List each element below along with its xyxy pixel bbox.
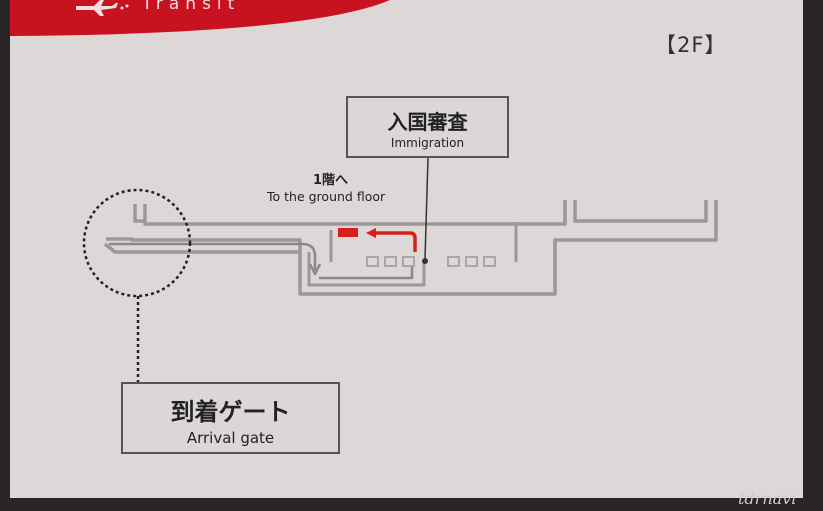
immigration-label-box: 入国審査 Immigration	[346, 96, 509, 158]
arrival-gate-label-box: 到着ゲート Arrival gate	[121, 382, 340, 454]
escalator-route-arrow	[338, 228, 417, 252]
walk-path	[109, 242, 317, 270]
immigration-leader-line	[424, 157, 429, 260]
immigration-label-japanese: 入国審査	[387, 110, 468, 134]
immigration-booths	[366, 256, 496, 267]
inner-corridor-wall	[106, 237, 302, 252]
floor-label: 【2F】	[655, 33, 727, 57]
ground-floor-label-english: To the ground floor	[267, 189, 386, 204]
screen: Transit 【2F】	[10, 0, 803, 498]
corridor-divider	[329, 222, 518, 262]
arrival-gate-highlight	[82, 188, 192, 298]
lower-walkway	[307, 252, 426, 287]
upper-corridor-wall	[103, 200, 718, 296]
airplane-icon	[76, 0, 129, 16]
arrival-gate-label-english: Arrival gate	[186, 429, 275, 447]
floor-map	[82, 157, 718, 382]
immigration-label-english: Immigration	[390, 136, 465, 150]
header-title: Transit	[142, 0, 241, 14]
arrival-gate-label-japanese: 到着ゲート	[170, 398, 291, 426]
watermark: tdrnavi	[738, 489, 797, 508]
ground-floor-label-japanese: 1階へ	[313, 173, 349, 188]
